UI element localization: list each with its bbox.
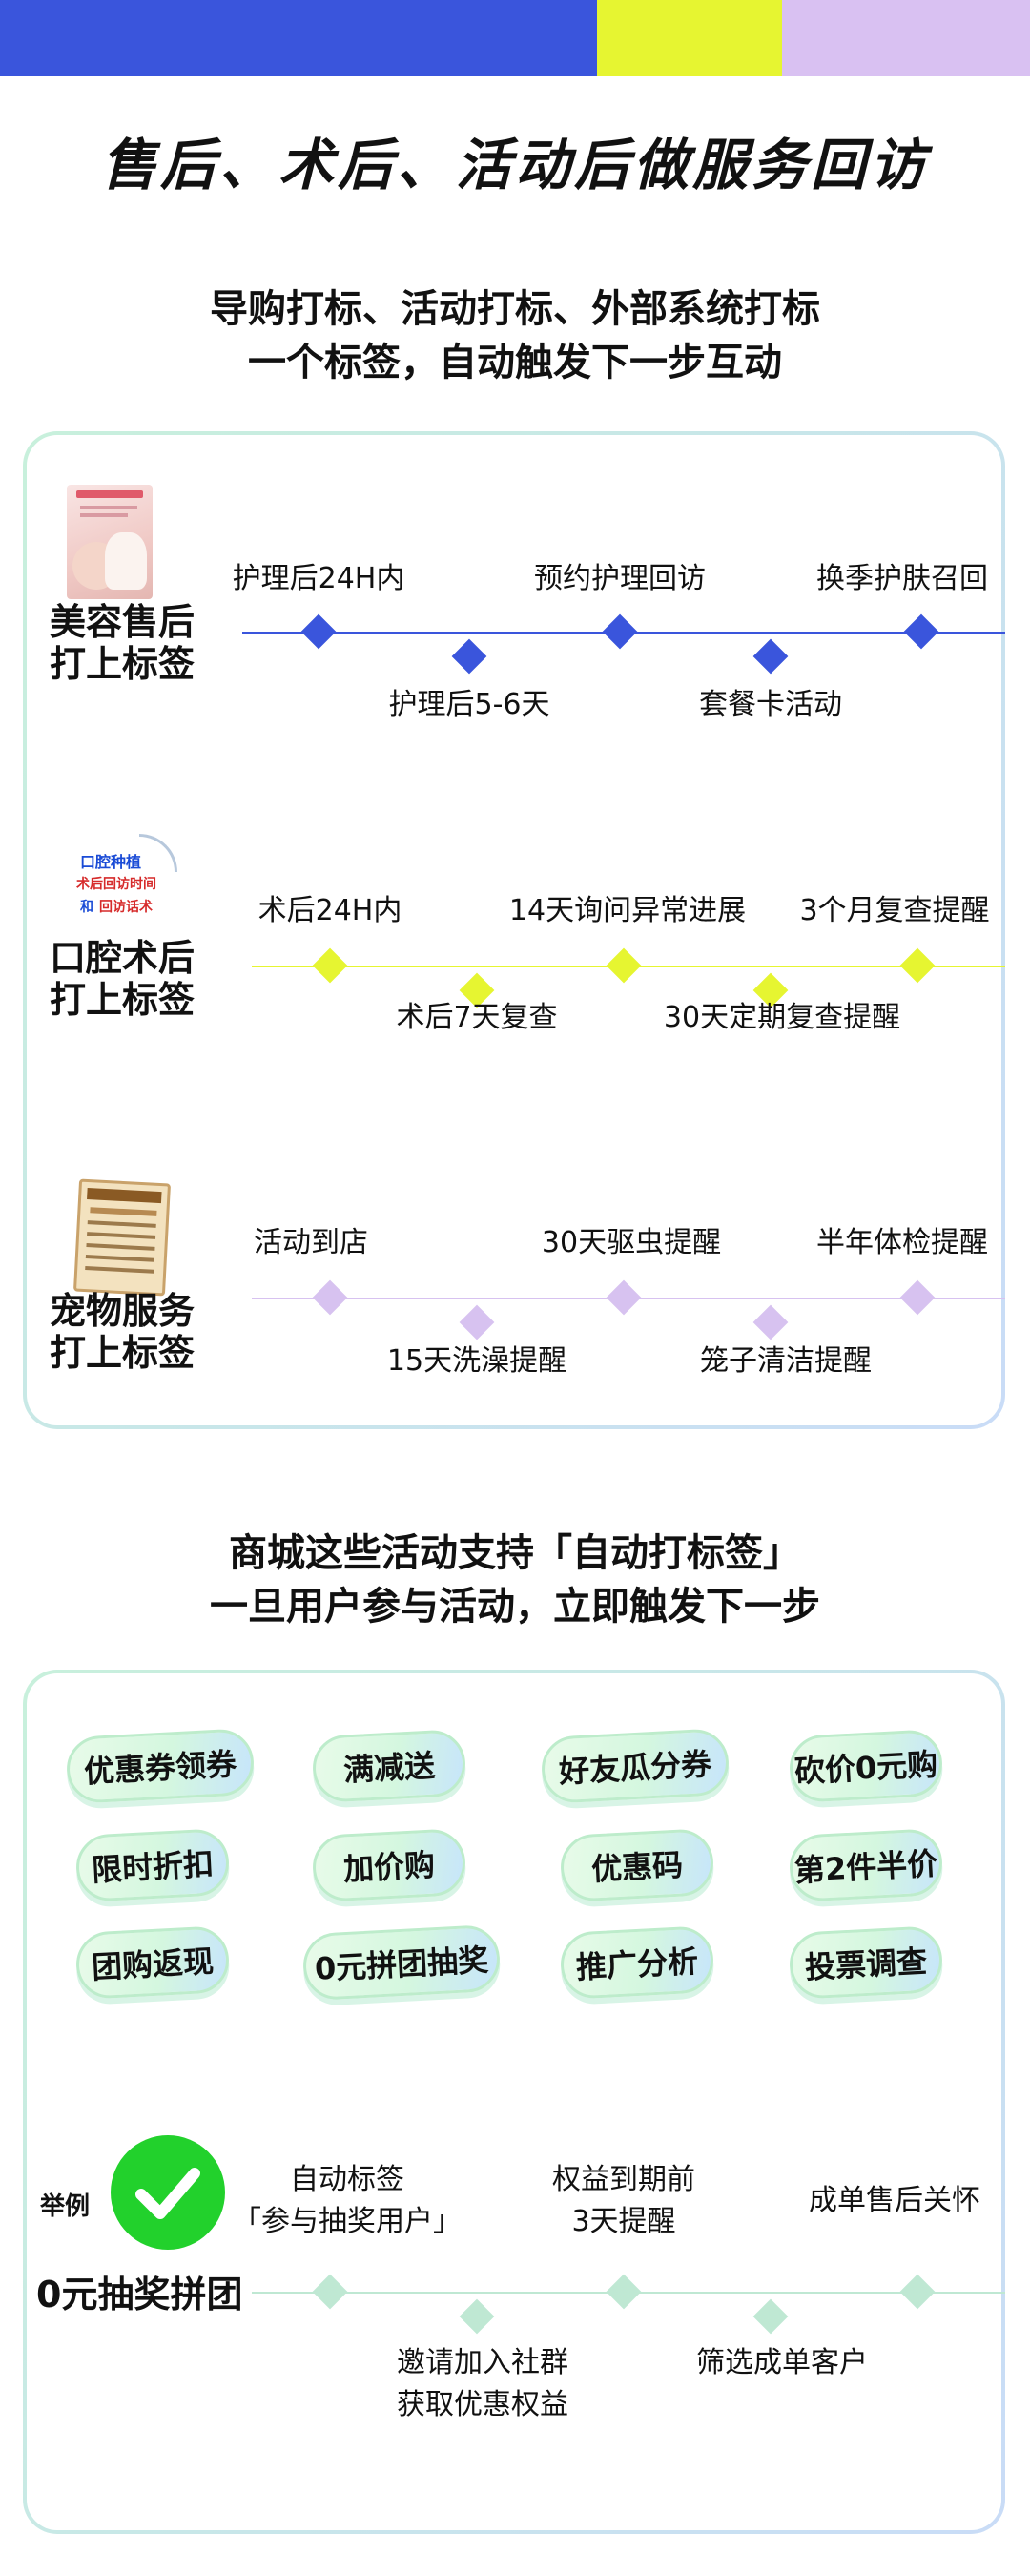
dental-step-top: 14天询问异常进展 (508, 894, 747, 927)
pet-checklist-image (72, 1178, 172, 1297)
dental-milestone-marker (606, 947, 642, 984)
activity-tag[interactable]: 推广分析 (559, 1924, 715, 2001)
example-milestone-marker (312, 2274, 348, 2310)
example-milestone-marker (752, 2298, 789, 2335)
pet-milestone-marker (606, 1279, 642, 1316)
activity-tag[interactable]: 0元拼团抽奖 (301, 1923, 502, 2002)
activity-tag[interactable]: 加价购 (311, 1827, 467, 1903)
dental-poster-image: 口腔种植 术后回访时间 和 回访话术 (67, 834, 181, 939)
pet-milestone-marker (312, 1279, 348, 1316)
dental-step-bottom: 术后7天复查 (396, 1001, 558, 1034)
pet-step-bottom: 15天洗澡提醒 (386, 1344, 567, 1378)
top-color-bar (0, 0, 1030, 76)
pet-step-bottom: 笼子清洁提醒 (700, 1344, 872, 1378)
example-step-top: 成单售后关怀 (809, 2184, 980, 2217)
activity-panel: 优惠券领券 满减送 好友瓜分券 砍价0元购 限时折扣 加价购 优惠码 第2件半价… (23, 1670, 1005, 2534)
dental-poster-text-3: 和 (80, 900, 93, 915)
dental-step-top: 术后24H内 (258, 894, 402, 927)
pet-milestone-marker (459, 1304, 495, 1340)
beauty-step-bottom: 护理后5-6天 (388, 688, 550, 721)
activity-tag[interactable]: 投票调查 (788, 1924, 944, 2001)
pet-step-top: 活动到店 (254, 1226, 368, 1259)
beauty-step-bottom: 套餐卡活动 (699, 688, 842, 721)
section1-subtitle-line1: 导购打标、活动打标、外部系统打标 (210, 287, 820, 331)
section1-subtitle-line2: 一个标签，自动触发下一步互动 (248, 341, 782, 384)
example-milestone-marker (899, 2274, 936, 2310)
activity-tag[interactable]: 好友瓜分券 (540, 1727, 731, 1805)
beauty-milestone-marker (300, 613, 337, 650)
activity-panel-body: 优惠券领券 满减送 好友瓜分券 砍价0元购 限时折扣 加价购 优惠码 第2件半价… (27, 1673, 1005, 2530)
beauty-milestone-marker (451, 638, 487, 675)
activity-tag[interactable]: 砍价0元购 (788, 1728, 944, 1804)
beauty-milestone-marker (752, 638, 789, 675)
lavender-bar (782, 0, 1030, 76)
beauty-milestone-marker (903, 613, 939, 650)
check-icon (111, 2135, 225, 2250)
example-milestone-marker (606, 2274, 642, 2310)
example-step-top-line1: 权益到期前 (552, 2163, 695, 2196)
section2-subtitle-line1: 商城这些活动支持「自动打标签」 (229, 1531, 801, 1575)
beauty-label-line1: 美容售后 (49, 601, 195, 643)
example-milestone-marker (459, 2298, 495, 2335)
activity-tag[interactable]: 优惠码 (559, 1827, 715, 1903)
activity-tag[interactable]: 满减送 (311, 1728, 467, 1804)
pet-milestone-marker (752, 1304, 789, 1340)
pet-label-line1: 宠物服务 (49, 1290, 195, 1332)
tagging-panel: 美容售后 打上标签 护理后24H内 预约护理回访 换季护肤召回 护理后5-6天 … (23, 431, 1005, 1429)
activity-tag[interactable]: 团购返现 (74, 1924, 231, 2001)
activity-tag[interactable]: 限时折扣 (74, 1827, 231, 1903)
beauty-step-top: 护理后24H内 (232, 562, 405, 595)
dental-poster-text-2: 术后回访时间 (76, 877, 156, 892)
section2-subtitle-line2: 一旦用户参与活动，立即触发下一步 (210, 1585, 820, 1629)
beauty-label-line2: 打上标签 (49, 643, 195, 685)
example-step-top-line1: 自动标签 (290, 2163, 404, 2196)
pet-milestone-marker (899, 1279, 936, 1316)
dental-poster-text-4: 回访话术 (99, 900, 153, 915)
dental-milestone-marker (899, 947, 936, 984)
activity-tag[interactable]: 第2件半价 (788, 1827, 944, 1903)
dental-step-top: 3个月复查提醒 (799, 894, 990, 927)
pet-step-top: 半年体检提醒 (816, 1226, 988, 1259)
example-step-bottom: 筛选成单客户 (696, 2346, 868, 2379)
dental-label-line1: 口腔术后 (49, 937, 195, 979)
activity-tag[interactable]: 优惠券领券 (65, 1727, 256, 1805)
dental-label-line2: 打上标签 (49, 979, 195, 1021)
example-step-top-line2: 「参与抽奖用户」 (233, 2205, 462, 2238)
blue-bar (0, 0, 597, 76)
lime-bar (597, 0, 782, 76)
beauty-care-image (67, 485, 153, 599)
example-step-top-line2: 3天提醒 (571, 2205, 676, 2238)
pet-step-top: 30天驱虫提醒 (541, 1226, 722, 1259)
beauty-step-top: 换季护肤召回 (816, 562, 988, 595)
example-name: 0元抽奖拼团 (36, 2274, 243, 2316)
dental-step-bottom: 30天定期复查提醒 (663, 1001, 901, 1034)
tagging-panel-body: 美容售后 打上标签 护理后24H内 预约护理回访 换季护肤召回 护理后5-6天 … (27, 435, 1005, 1425)
dental-poster-text-1: 口腔种植 (80, 853, 142, 871)
dental-milestone-marker (312, 947, 348, 984)
page-title: 售后、术后、活动后做服务回访 (100, 133, 929, 197)
pet-label-line2: 打上标签 (49, 1332, 195, 1374)
example-step-bottom-line2: 获取优惠权益 (397, 2388, 568, 2421)
example-step-bottom-line1: 邀请加入社群 (397, 2346, 568, 2379)
beauty-milestone-marker (602, 613, 638, 650)
example-label: 举例 (40, 2192, 91, 2221)
beauty-step-top: 预约护理回访 (534, 562, 706, 595)
